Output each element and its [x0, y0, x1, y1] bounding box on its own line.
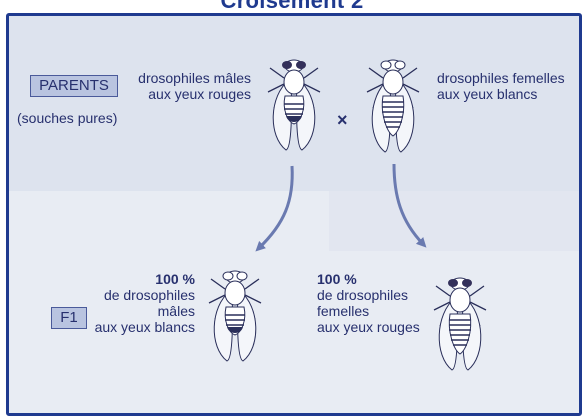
parents-sublabel: (souches pures)	[17, 111, 117, 126]
arrow-down-left-icon	[259, 166, 292, 248]
f1-female-line3: aux yeux rouges	[317, 320, 420, 335]
f1-male-line2: mâles	[89, 304, 195, 319]
parents-label: PARENTS	[30, 75, 118, 97]
diagram-panel: PARENTS (souches pures) drosophiles mâle…	[6, 13, 582, 416]
f1-female-line1: de drosophiles	[317, 288, 408, 303]
f1-male-percent: 100 %	[99, 272, 195, 287]
cross-symbol: ×	[337, 113, 348, 128]
f1-male-line1: de drosophiles	[89, 288, 195, 303]
fly-male-white-eyes-icon	[209, 271, 261, 361]
f1-female-percent: 100 %	[317, 272, 357, 287]
parent-female-line2: aux yeux blancs	[437, 87, 537, 102]
parent-male-line2: aux yeux rouges	[127, 87, 251, 102]
fly-female-white-eyes-icon	[367, 60, 419, 152]
f1-female-line2: femelles	[317, 304, 369, 319]
fly-male-red-eyes-icon	[268, 60, 320, 150]
parent-female-line1: drosophiles femelles	[437, 71, 565, 86]
f1-male-line3: aux yeux blancs	[79, 320, 195, 335]
diagram-title: Croisement 2	[0, 0, 584, 14]
arrow-down-right-icon	[394, 164, 423, 244]
fly-female-red-eyes-icon	[434, 278, 486, 370]
parent-male-line1: drosophiles mâles	[127, 71, 251, 86]
